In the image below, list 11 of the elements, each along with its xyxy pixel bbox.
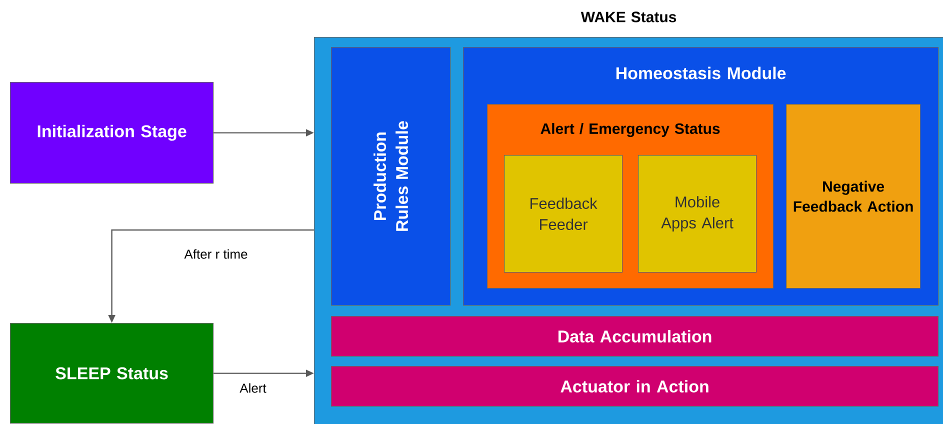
process-bar: Actuator in Action — [331, 366, 939, 407]
stage-box: Initialization Stage — [10, 82, 214, 184]
module-box: Production Rules Module — [331, 47, 451, 306]
process-bar: Data Accumulation — [331, 316, 939, 357]
edge-label: After r time — [183, 248, 249, 260]
feature-box: Feedback Feeder — [504, 155, 623, 273]
feature-box: Mobile Apps Alert — [638, 155, 757, 273]
status-box: SLEEP Status — [10, 323, 214, 424]
node-label: WAKE Status — [580, 12, 676, 22]
edge-label: Alert — [238, 382, 268, 394]
action-box: Negative Feedback Action — [786, 104, 921, 289]
